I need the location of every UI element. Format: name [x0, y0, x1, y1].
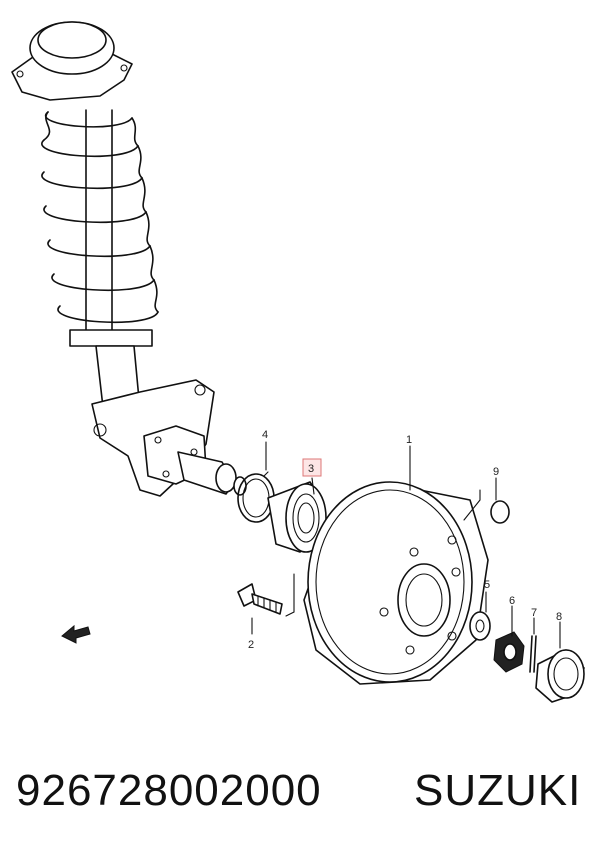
spindle: [177, 451, 247, 496]
hub-cap: [490, 500, 510, 524]
callout-9: 9: [493, 466, 499, 478]
cotter-pin: [529, 635, 537, 673]
exploded-parts-diagram: 1 2 3 4 5 6 7 8 9: [11, 21, 585, 703]
caption-bar: 926728002000 SUZUKI: [0, 748, 600, 848]
castle-nut: [493, 631, 525, 673]
coil-spring: [41, 111, 159, 324]
grease-cap: [535, 649, 585, 703]
callout-4: 4: [262, 429, 268, 441]
wheel-stud: [237, 583, 283, 615]
front-direction-arrow-icon: [61, 624, 91, 644]
wheel-bearing: [267, 481, 327, 553]
callout-3-highlight: [302, 458, 322, 477]
callout-6: 6: [509, 595, 515, 607]
strut-top-mount: [11, 21, 133, 101]
callout-8: 8: [556, 611, 562, 623]
part-number: 926728002000: [16, 766, 322, 815]
washer: [469, 611, 491, 641]
callout-3: 3: [308, 463, 314, 475]
callout-7: 7: [531, 607, 537, 619]
brake-drum: [303, 481, 489, 685]
callout-1: 1: [406, 434, 412, 446]
brand-name: SUZUKI: [414, 766, 582, 815]
callout-2: 2: [248, 639, 254, 651]
callout-5: 5: [484, 579, 490, 591]
leader-lines: [251, 441, 561, 649]
